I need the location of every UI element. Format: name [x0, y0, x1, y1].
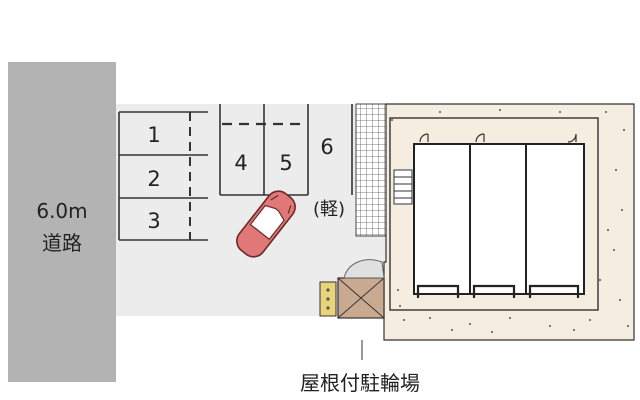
road-width-label: 6.0m: [36, 199, 87, 223]
building: [389, 117, 599, 311]
space-2-label: 2: [147, 167, 160, 191]
space-1-label: 1: [147, 123, 160, 147]
space-4-label: 4: [234, 151, 247, 175]
kei-car-note: (軽): [313, 199, 345, 220]
parking-lot: [116, 104, 386, 316]
unit-3: [525, 143, 585, 295]
unit-1: [413, 143, 471, 295]
bicycle-parking-label: 屋根付駐輪場: [300, 371, 420, 395]
grating-strip: [355, 103, 387, 237]
garden-gravel: [391, 109, 629, 333]
space-5-label: 5: [279, 151, 292, 175]
entrance-doors: [419, 133, 577, 143]
space-3-label: 3: [147, 209, 160, 233]
space-6-label: 6: [320, 135, 333, 159]
parking-row-left: [118, 111, 208, 241]
road-name-label: 道路: [42, 231, 82, 255]
unit-2: [469, 143, 527, 295]
road: [8, 62, 116, 382]
entrance-stairs: [393, 169, 413, 205]
car-icon: [236, 190, 296, 258]
shrubs: [343, 259, 385, 279]
